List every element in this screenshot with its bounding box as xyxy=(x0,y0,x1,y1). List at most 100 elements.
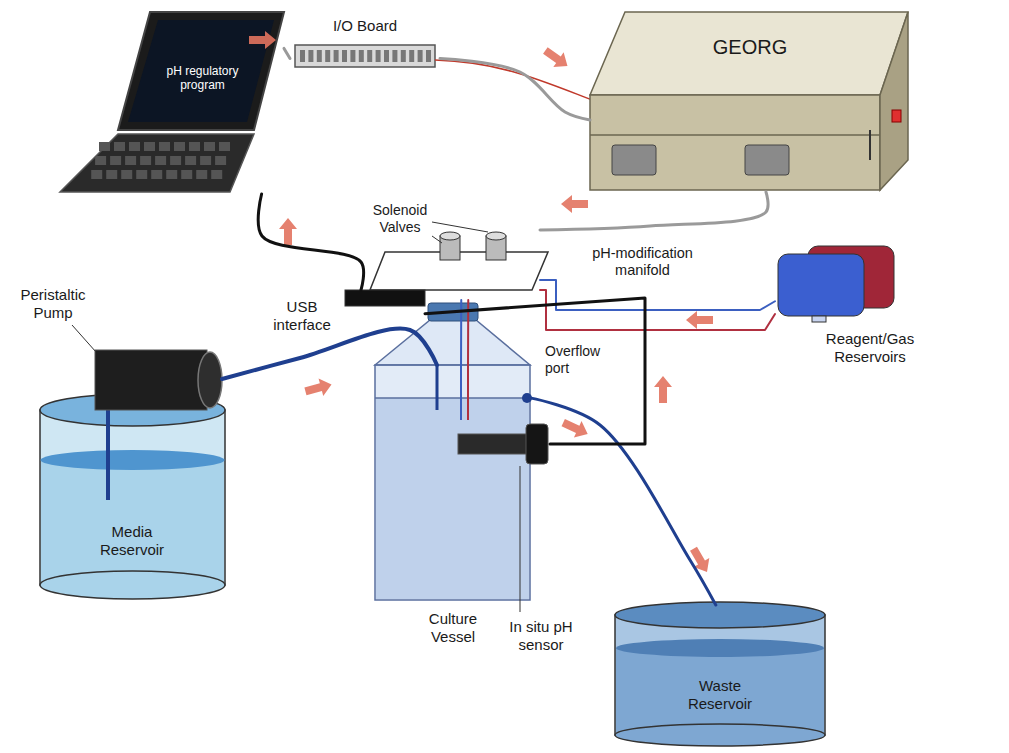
pin xyxy=(308,50,313,62)
component-label: pH-modification manifold xyxy=(575,245,710,279)
pin xyxy=(367,50,372,62)
media-reservoir: Media Reservoir xyxy=(40,395,225,595)
key xyxy=(189,142,200,151)
io-board: I/O Board xyxy=(290,15,440,73)
key xyxy=(196,170,207,179)
media-tube xyxy=(106,400,110,500)
waste-surface xyxy=(616,639,824,657)
media-liquid xyxy=(41,460,224,585)
connector xyxy=(540,290,775,330)
liquid-level xyxy=(375,397,530,399)
pin xyxy=(334,50,339,62)
connector xyxy=(425,298,645,444)
flow-arrows xyxy=(249,31,715,577)
reservoir-bottom xyxy=(40,571,225,599)
culture-vessel: Culture Vessel xyxy=(375,365,530,600)
key xyxy=(99,142,110,151)
valve-top xyxy=(440,232,460,240)
key xyxy=(166,170,177,179)
flow-arrow xyxy=(279,218,297,245)
flow-arrow xyxy=(249,31,276,49)
flow-arrow xyxy=(540,43,572,73)
key xyxy=(155,156,166,165)
key xyxy=(204,142,215,151)
flow-arrow xyxy=(559,414,591,442)
pin xyxy=(392,50,397,62)
key xyxy=(174,142,185,151)
waste-reservoir: Waste Reservoir xyxy=(615,605,825,740)
ph-modification-manifold: Solenoid ValvespH-modification manifold xyxy=(365,200,540,300)
component-label: I/O Board xyxy=(290,17,440,35)
reagent-tube xyxy=(467,365,469,420)
leader-line xyxy=(432,222,488,232)
connector xyxy=(530,398,716,605)
key xyxy=(219,142,230,151)
flow-arrow xyxy=(303,376,334,400)
bottle-outlet xyxy=(812,316,826,322)
pin xyxy=(409,50,414,62)
component-label: Solenoid Valves xyxy=(365,202,435,235)
pin xyxy=(401,50,406,62)
media-reservoir xyxy=(40,410,225,585)
connector xyxy=(222,329,437,379)
waste-liquid xyxy=(616,648,824,735)
leader-line xyxy=(432,236,442,243)
connector xyxy=(284,48,290,58)
connector xyxy=(440,59,590,121)
part-label: Overflow port xyxy=(545,343,615,376)
culture-medium xyxy=(376,398,529,599)
connector xyxy=(258,194,363,290)
flow-arrow xyxy=(654,376,672,403)
reagent-bottle xyxy=(778,254,864,316)
component-label: Reagent/Gas Reservoirs xyxy=(815,330,925,365)
georg-side xyxy=(880,12,908,190)
component-label: USB interface xyxy=(263,298,341,333)
laptop-screen-frame xyxy=(118,12,284,130)
georg-port xyxy=(612,145,656,175)
key xyxy=(106,170,117,179)
laptop-screen xyxy=(128,20,274,122)
key xyxy=(200,156,211,165)
valve-top xyxy=(486,232,506,240)
pin xyxy=(359,50,364,62)
pin xyxy=(300,50,305,62)
component-label: Peristaltic Pump xyxy=(12,286,94,321)
peristaltic-pump: Peristaltic Pump xyxy=(90,348,222,410)
key xyxy=(151,170,162,179)
component-label: GEORG xyxy=(650,36,850,60)
usb-box xyxy=(345,290,425,306)
georg-seam xyxy=(590,134,880,136)
component-label: Waste Reservoir xyxy=(675,677,765,712)
io-board xyxy=(295,45,435,67)
pin xyxy=(426,50,431,62)
key xyxy=(170,156,181,165)
connector xyxy=(540,192,768,230)
pin xyxy=(418,50,423,62)
ph-sensor: In situ pH sensor xyxy=(455,420,550,468)
ph-probe xyxy=(458,434,530,454)
reagent-gas-reservoirs: Reagent/Gas Reservoirs xyxy=(775,245,900,320)
pin xyxy=(350,50,355,62)
key xyxy=(181,170,192,179)
georg-port xyxy=(745,145,789,175)
pin xyxy=(376,50,381,62)
laptop-base xyxy=(60,134,254,192)
leader-line xyxy=(72,325,96,352)
pump-head xyxy=(198,352,222,408)
pin xyxy=(317,50,322,62)
georg-front xyxy=(590,95,880,190)
connector xyxy=(540,280,775,310)
io-board-pins xyxy=(300,50,431,62)
reservoir-top xyxy=(615,602,825,628)
key xyxy=(215,156,226,165)
waste-reservoir xyxy=(615,615,825,735)
pin xyxy=(384,50,389,62)
power-button xyxy=(892,110,901,122)
key xyxy=(129,142,140,151)
laptop-keys xyxy=(91,142,230,179)
key xyxy=(185,156,196,165)
reagent-tube xyxy=(460,365,462,420)
flow-arrow xyxy=(686,311,713,329)
